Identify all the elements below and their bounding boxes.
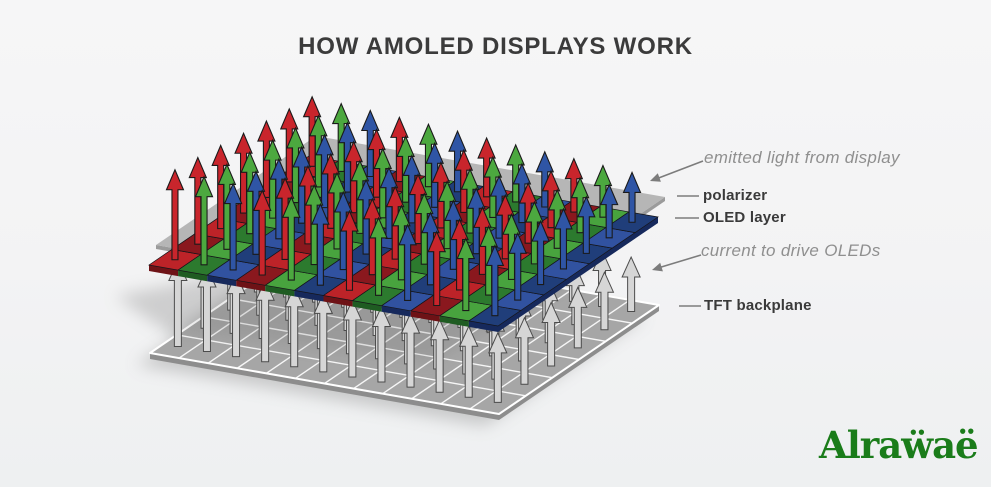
page-title: HOW AMOLED DISPLAYS WORK xyxy=(298,33,693,60)
leader-lines xyxy=(650,160,704,307)
emitted-light-label: emitted light from display xyxy=(704,148,900,167)
oled-layer-label: OLED layer xyxy=(703,209,786,226)
emitted-light-arrows xyxy=(165,95,642,317)
alrawae-logo: Alraẅaë xyxy=(819,423,979,467)
tft-backplane-label: TFT backplane xyxy=(704,297,812,314)
current-label: current to drive OLEDs xyxy=(701,241,881,260)
polarizer-label: polarizer xyxy=(703,187,768,204)
